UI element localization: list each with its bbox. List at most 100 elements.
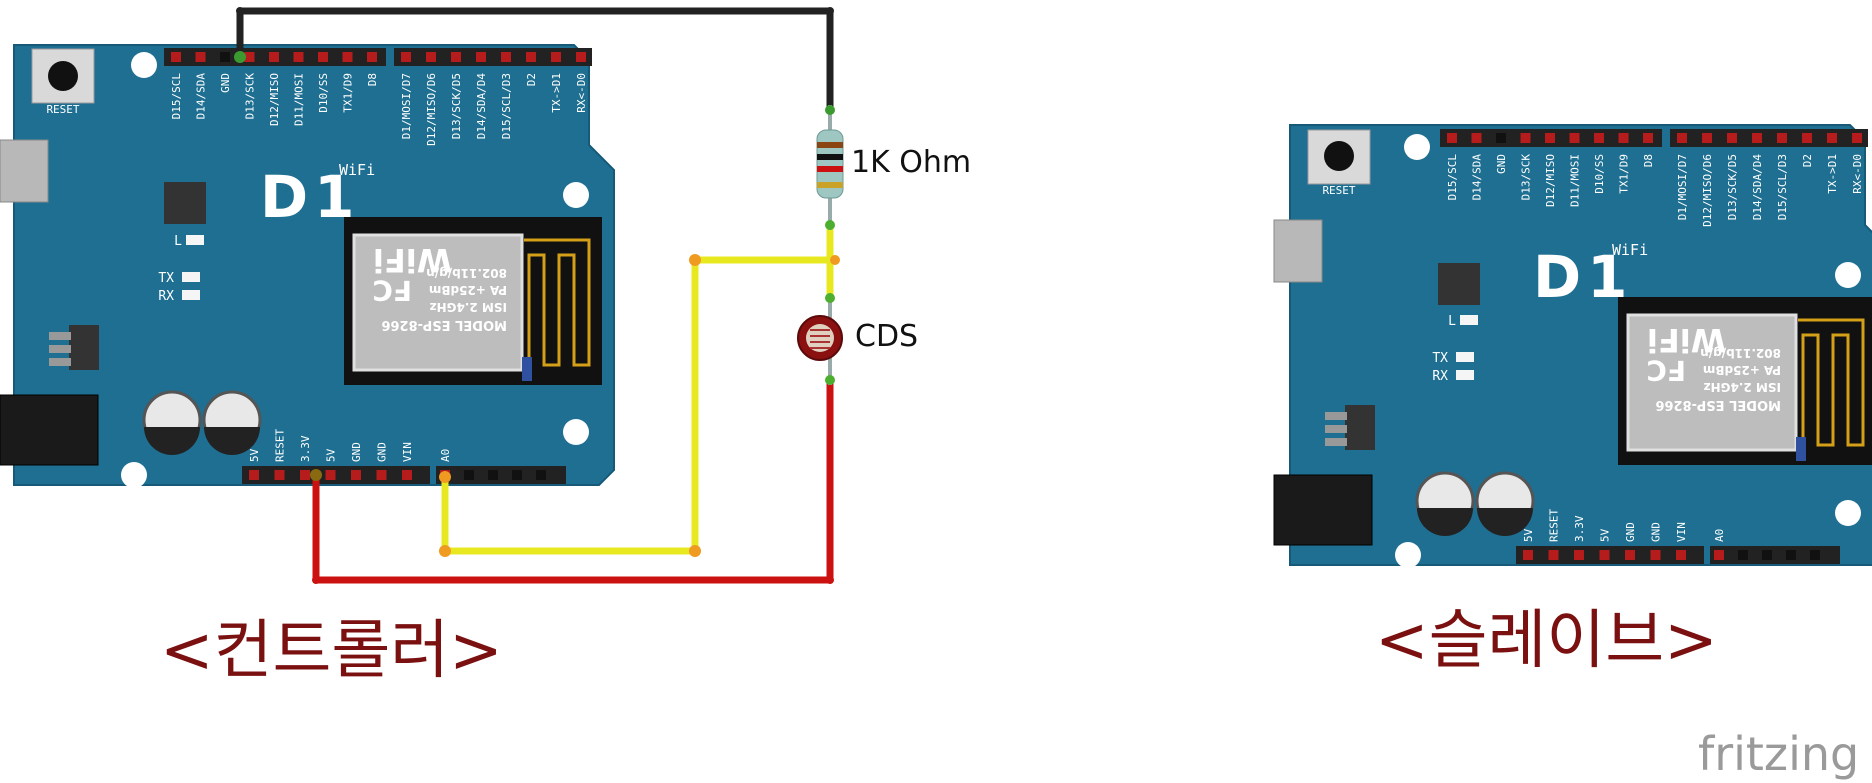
wire-end-gnd: [234, 51, 246, 63]
header-pin[interactable]: [1569, 133, 1580, 143]
header-pin[interactable]: [367, 52, 377, 62]
header-pin[interactable]: [1545, 133, 1555, 143]
pin-label: GND: [350, 442, 363, 462]
module-power: PA +25dBm: [1703, 363, 1781, 377]
pin-label: D15/SCL: [170, 73, 183, 120]
fritzing-watermark: fritzing: [1698, 727, 1859, 781]
header-pin[interactable]: [269, 52, 279, 62]
pin-label: VIN: [1675, 522, 1688, 542]
header-pin[interactable]: [526, 52, 536, 62]
pin-label: 5V: [1522, 528, 1535, 542]
header-pin[interactable]: [488, 470, 498, 480]
header-pin[interactable]: [401, 52, 411, 62]
header-pin[interactable]: [1677, 133, 1687, 143]
header-pin[interactable]: [1727, 133, 1737, 143]
header-pin[interactable]: [376, 470, 387, 480]
header-pin[interactable]: [293, 52, 304, 62]
header-pin[interactable]: [274, 470, 285, 480]
header-pin[interactable]: [551, 52, 561, 62]
header-pin[interactable]: [300, 470, 310, 480]
header-pin[interactable]: [342, 52, 353, 62]
power-jack: [0, 394, 99, 466]
header-pin[interactable]: [1810, 550, 1820, 560]
header-pin[interactable]: [501, 52, 511, 62]
led-tx-label: TX: [1432, 351, 1448, 366]
mount-hole: [131, 52, 157, 78]
pin-label: VIN: [401, 442, 414, 462]
header-pin[interactable]: [476, 52, 486, 62]
header-pin[interactable]: [325, 470, 336, 480]
pin-label: D15/SCL/D3: [1776, 154, 1789, 220]
header-pin[interactable]: [1618, 133, 1629, 143]
voltage-regulator: [1345, 405, 1375, 450]
header-pin[interactable]: [536, 470, 546, 480]
module-proto: 802.11b/g/n: [426, 266, 507, 280]
header-pin[interactable]: [1738, 550, 1748, 560]
header-pin[interactable]: [1752, 133, 1762, 143]
pin-label: RX<-D0: [1851, 154, 1864, 194]
header-pin[interactable]: [402, 470, 412, 480]
wire-3v3-red[interactable]: [312, 380, 834, 584]
pin-label: GND: [1650, 522, 1663, 542]
header-pin[interactable]: [171, 52, 181, 62]
header-pin[interactable]: [220, 52, 230, 62]
header-pin[interactable]: [451, 52, 461, 62]
pin-label: 3.3V: [299, 435, 312, 462]
header-pin[interactable]: [1762, 550, 1772, 560]
header-pin[interactable]: [1520, 133, 1531, 143]
header-pin[interactable]: [1702, 133, 1712, 143]
header-pin[interactable]: [351, 470, 361, 480]
header-pin[interactable]: [1852, 133, 1862, 143]
pin-label: D15/SCL/D3: [500, 73, 513, 139]
pin-label: D13/SCK: [1520, 154, 1533, 201]
header-pin[interactable]: [1802, 133, 1812, 143]
header-pin[interactable]: [318, 52, 328, 62]
header-pin[interactable]: [1714, 550, 1724, 560]
header-pin[interactable]: [1574, 550, 1584, 560]
module-led: [522, 357, 532, 381]
header-pin[interactable]: [1471, 133, 1482, 143]
cds-photoresistor[interactable]: [797, 293, 843, 385]
antenna-trace: [1798, 318, 1865, 447]
header-pin[interactable]: [576, 52, 586, 62]
header-pin[interactable]: [1827, 133, 1837, 143]
header-pin[interactable]: [512, 470, 522, 480]
header-pin[interactable]: [1643, 133, 1653, 143]
led-tx: [182, 272, 200, 282]
header-pin[interactable]: [426, 52, 436, 62]
bottom-pin-labels-analog: A0: [439, 449, 452, 462]
header-pin[interactable]: [249, 470, 259, 480]
header-pin[interactable]: [1650, 550, 1661, 560]
wire-gnd-black[interactable]: [236, 7, 834, 112]
pin-label: D11/MOSI: [293, 73, 306, 126]
header-pin[interactable]: [1599, 550, 1610, 560]
header-pin[interactable]: [464, 470, 474, 480]
header-pin[interactable]: [195, 52, 206, 62]
antenna-trace: [524, 238, 591, 367]
header-pin[interactable]: [244, 52, 255, 62]
header-pin[interactable]: [1496, 133, 1506, 143]
reset-button-cap: [1324, 141, 1354, 171]
wire-bend: [826, 7, 834, 15]
header-pin[interactable]: [1447, 133, 1457, 143]
wire-bend: [689, 254, 701, 266]
resistor-1k[interactable]: [816, 105, 844, 230]
header-pin[interactable]: [1625, 550, 1635, 560]
usb-jack: [0, 139, 49, 203]
pin-label: D8: [366, 73, 379, 86]
module-band: ISM 2.4GHz: [430, 300, 507, 314]
wire-bend: [312, 576, 320, 584]
header-pin[interactable]: [1676, 550, 1686, 560]
mount-hole: [563, 182, 589, 208]
header-pin[interactable]: [1786, 550, 1796, 560]
pin-label: D10/SS: [1593, 154, 1606, 194]
header-pin[interactable]: [1523, 550, 1533, 560]
pin-label: RESET: [274, 429, 287, 462]
header-pin[interactable]: [1548, 550, 1559, 560]
pin-label: D14/SDA: [195, 73, 208, 120]
header-pin[interactable]: [1777, 133, 1787, 143]
header-pin[interactable]: [1594, 133, 1604, 143]
power-jack: [1273, 474, 1373, 546]
